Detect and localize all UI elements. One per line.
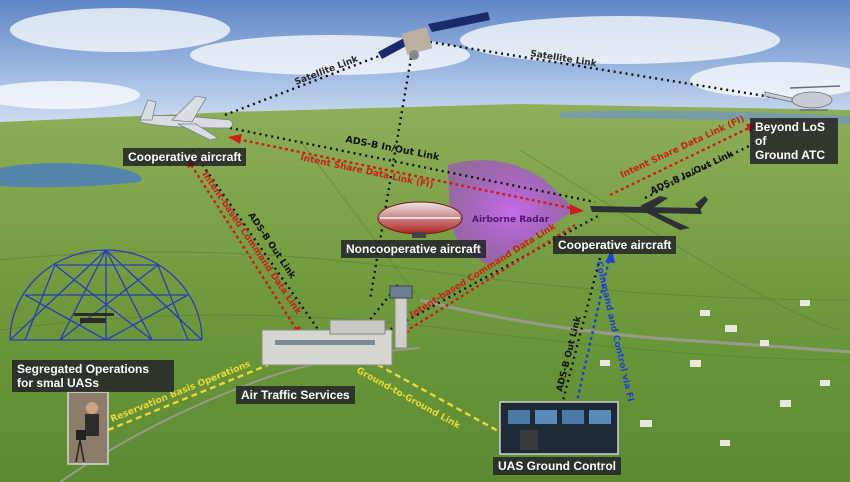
ground-control-station-icon: [499, 401, 619, 455]
cooperative-aircraft-right-label: Cooperative aircraft: [553, 236, 677, 254]
uav-icon: [590, 196, 708, 230]
segregated-line1: Segregated Operations: [17, 362, 150, 376]
geodesic-dome: [9, 249, 203, 341]
airliner-icon: [139, 95, 233, 141]
segregated-line2: for smal UASs: [17, 376, 100, 390]
airborne-radar-cone: [448, 160, 575, 265]
lake: [0, 163, 142, 188]
air-traffic-services-label: Air Traffic Services: [236, 386, 355, 404]
helicopter-icon: [764, 85, 841, 111]
black-links: [191, 40, 791, 413]
atc-buildings-icon: [261, 285, 413, 366]
segregated-operations-label: Segregated Operations for smal UASs: [12, 360, 174, 392]
yellow-links: [107, 353, 501, 434]
operator-photo-icon: [67, 391, 109, 465]
red-links: [186, 123, 756, 337]
blimp-icon: [377, 201, 463, 238]
beyond-los-label: Beyond LoS of Ground ATC: [750, 118, 838, 164]
cooperative-aircraft-left-label: Cooperative aircraft: [123, 148, 247, 166]
houses: [600, 300, 830, 446]
airborne-radar-label: Airborne Radar: [472, 215, 550, 225]
noncooperative-aircraft-label: Noncooperative aircraft: [341, 240, 486, 258]
uas-ground-control-label: UAS Ground Control: [493, 457, 621, 475]
beyond-los-line1: Beyond LoS of: [755, 120, 826, 148]
small-uas-icon: [74, 313, 114, 323]
satellite-icon: [378, 12, 490, 60]
blue-link: [573, 254, 612, 411]
beyond-los-line2: Ground ATC: [755, 148, 825, 162]
road: [419, 298, 850, 354]
